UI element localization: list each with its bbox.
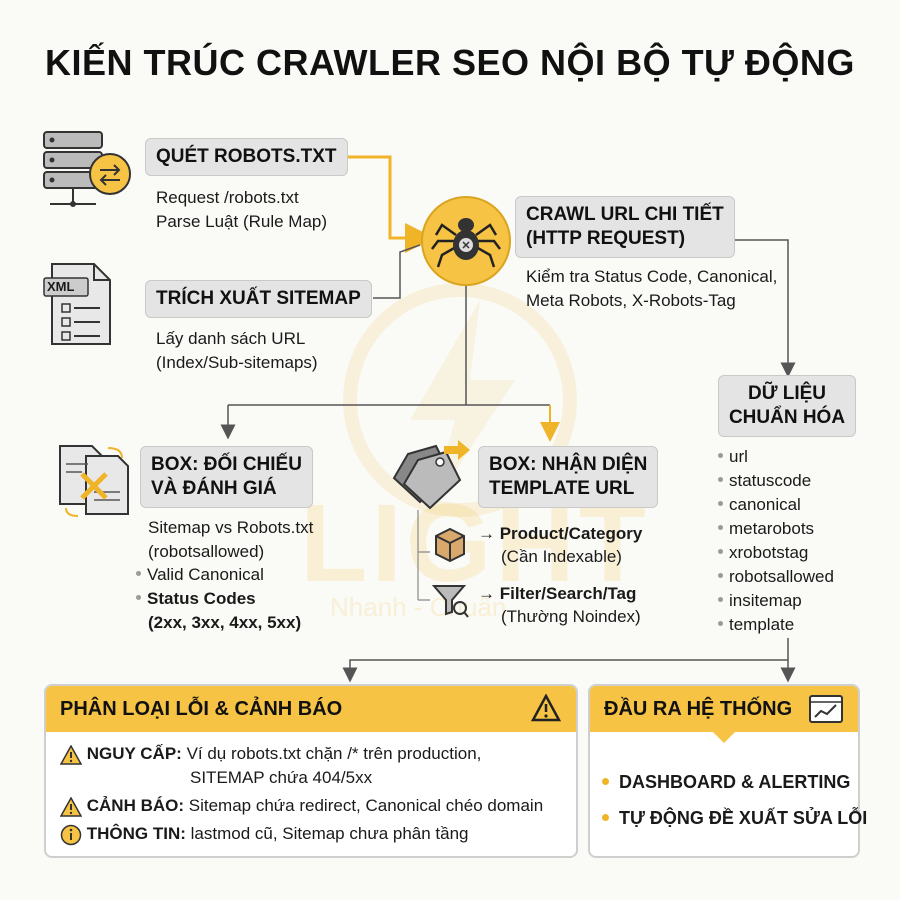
template-item-2-sub: (Thường Noindex) xyxy=(501,607,641,626)
field-item: statuscode xyxy=(718,469,811,493)
info-text: lastmod cũ, Sitemap chưa phân tầng xyxy=(190,824,469,843)
template-heading-line-2: TEMPLATE URL xyxy=(489,478,635,499)
crawl-heading: CRAWL URL CHI TIẾT (HTTP REQUEST) xyxy=(515,196,735,258)
crawl-heading-line-2: (HTTP REQUEST) xyxy=(526,228,686,249)
compare-bullet-2-line-2: (2xx, 3xx, 4xx, 5xx) xyxy=(148,613,302,632)
xml-file-icon xyxy=(43,263,111,345)
crawl-line-1: Kiểm tra Status Code, Canonical, xyxy=(526,267,778,286)
compare-bullet-1: Valid Canonical xyxy=(136,563,264,587)
output-item-2: TỰ ĐỘNG ĐỀ XUẤT SỬA LỖI xyxy=(602,806,867,830)
template-heading-line-1: BOX: NHẬN DIỆN xyxy=(489,454,648,475)
tags-icon xyxy=(392,440,470,510)
compare-heading: BOX: ĐỐI CHIẾU VÀ ĐÁNH GIÁ xyxy=(140,446,313,508)
field-item: template xyxy=(718,613,794,637)
warning-row: CẢNH BÁO: Sitemap chứa redirect, Canonic… xyxy=(59,794,544,818)
document-compare-icon xyxy=(59,445,129,517)
warning-icon xyxy=(59,795,83,817)
robots-line-1: Request /robots.txt xyxy=(156,188,299,207)
critical-text-2: SITEMAP chứa 404/5xx xyxy=(190,768,373,787)
xml-icon-label: XML xyxy=(47,279,75,294)
errors-panel: PHÂN LOẠI LỖI & CẢNH BÁO NGUY CẤP: Ví dụ… xyxy=(44,684,578,858)
critical-row: NGUY CẤP: Ví dụ robots.txt chặn /* trên … xyxy=(59,742,482,766)
sitemap-line-2: (Index/Sub-sitemaps) xyxy=(156,353,318,372)
critical-warning-icon xyxy=(59,743,83,765)
info-label: THÔNG TIN: xyxy=(86,824,186,843)
warning-label: CẢNH BÁO: xyxy=(86,796,185,815)
spider-crawler-icon xyxy=(421,196,511,286)
field-item: canonical xyxy=(718,493,801,517)
box-icon xyxy=(435,527,465,563)
dashboard-chart-icon xyxy=(809,695,843,723)
filter-funnel-icon xyxy=(431,585,469,618)
compare-heading-line-2: VÀ ĐÁNH GIÁ xyxy=(151,478,277,499)
compare-line-1: Sitemap vs Robots.txt xyxy=(148,518,314,537)
critical-label: NGUY CẤP: xyxy=(86,744,182,763)
warning-triangle-icon xyxy=(531,694,561,722)
field-item: url xyxy=(718,445,748,469)
template-heading: BOX: NHẬN DIỆN TEMPLATE URL xyxy=(478,446,659,508)
field-item: metarobots xyxy=(718,517,814,541)
field-item: xrobotstag xyxy=(718,541,808,565)
robots-heading: QUÉT ROBOTS.TXT xyxy=(145,138,348,176)
field-item: insitemap xyxy=(718,589,802,613)
field-item: robotsallowed xyxy=(718,565,834,589)
normalized-heading: DỮ LIỆU CHUẨN HÓA xyxy=(718,375,856,437)
sitemap-heading: TRÍCH XUẤT SITEMAP xyxy=(145,280,372,318)
info-row: THÔNG TIN: lastmod cũ, Sitemap chưa phân… xyxy=(60,822,469,846)
compare-heading-line-1: BOX: ĐỐI CHIẾU xyxy=(151,454,302,475)
robots-line-2: Parse Luật (Rule Map) xyxy=(156,212,328,231)
sitemap-line-1: Lấy danh sách URL xyxy=(156,329,306,348)
errors-panel-heading: PHÂN LOẠI LỖI & CẢNH BÁO xyxy=(46,686,576,732)
warning-text: Sitemap chứa redirect, Canonical chéo do… xyxy=(188,796,544,815)
crawl-line-2: Meta Robots, X-Robots-Tag xyxy=(526,291,736,310)
template-item-1-sub: (Cần Indexable) xyxy=(501,547,622,566)
compare-line-2: (robotsallowed) xyxy=(148,542,265,561)
output-panel: ĐẦU RA HỆ THỐNG DASHBOARD & ALERTING TỰ … xyxy=(588,684,867,858)
compare-bullet-2: Status Codes xyxy=(136,587,256,611)
crawl-heading-line-1: CRAWL URL CHI TIẾT xyxy=(526,204,724,225)
output-pointer xyxy=(712,731,736,743)
output-item-1: DASHBOARD & ALERTING xyxy=(602,770,850,794)
critical-text-1: Ví dụ robots.txt chặn /* trên production… xyxy=(186,744,482,763)
normalized-heading-line-2: CHUẨN HÓA xyxy=(728,407,846,428)
info-icon xyxy=(60,824,82,845)
template-item-1-title: → Product/Category xyxy=(478,524,643,543)
normalized-heading-line-1: DỮ LIỆU xyxy=(747,383,827,404)
template-item-2-title: → Filter/Search/Tag xyxy=(478,584,637,603)
page-title: KIẾN TRÚC CRAWLER SEO NỘI BỘ TỰ ĐỘNG xyxy=(45,42,855,83)
server-sync-icon xyxy=(43,131,131,207)
